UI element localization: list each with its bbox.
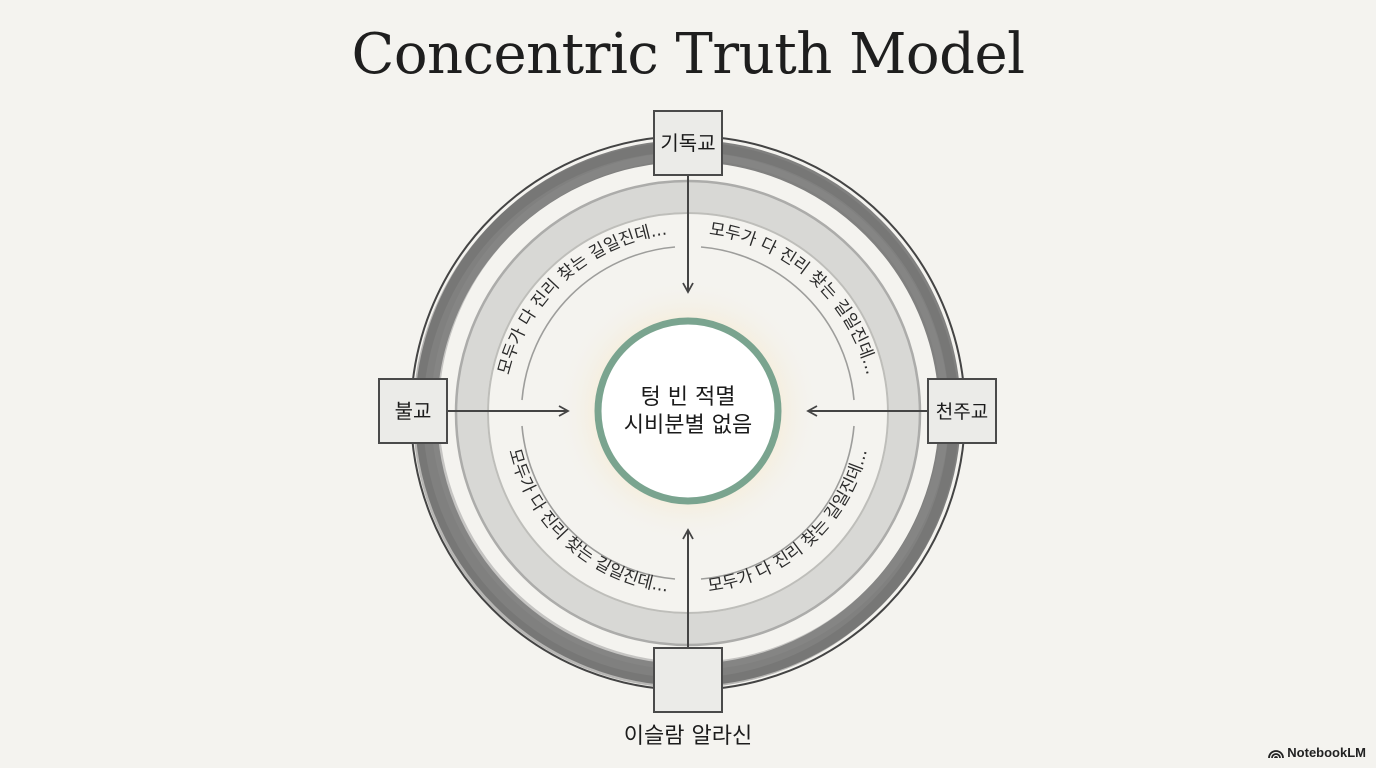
label-bottom: 이슬람 알라신 bbox=[538, 718, 838, 750]
brand-logo: NotebookLM bbox=[1268, 745, 1366, 760]
notebooklm-icon bbox=[1268, 747, 1284, 759]
brand-text: NotebookLM bbox=[1287, 745, 1366, 760]
label-right: 천주교 bbox=[936, 401, 988, 423]
box-left: 불교 bbox=[379, 379, 447, 443]
center-line-1: 텅 빈 적멸 bbox=[641, 385, 736, 410]
label-left: 불교 bbox=[395, 399, 432, 423]
box-right: 천주교 bbox=[928, 379, 996, 443]
label-top: 기독교 bbox=[660, 131, 715, 155]
box-top: 기독교 bbox=[654, 111, 722, 175]
center-line-2: 시비분별 없음 bbox=[624, 413, 752, 438]
center-circle bbox=[598, 321, 778, 501]
box-bottom bbox=[654, 648, 722, 712]
